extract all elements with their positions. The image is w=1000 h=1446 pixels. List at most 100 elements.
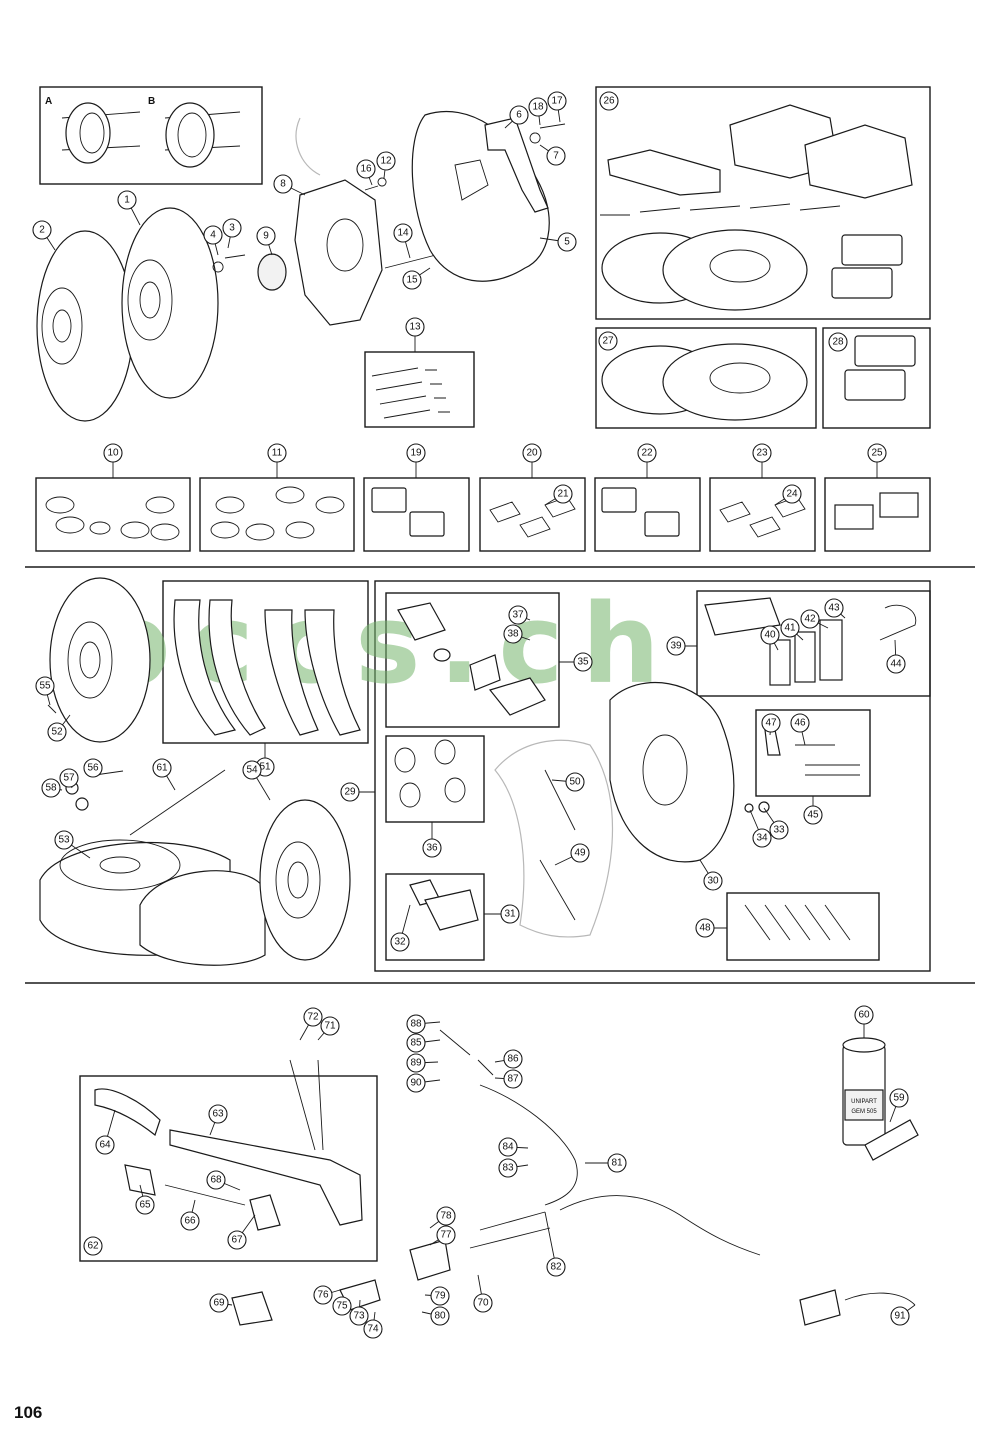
callout-number: 40 bbox=[764, 630, 776, 641]
callout-70: 70 bbox=[473, 1293, 493, 1313]
inset-label-b: B bbox=[148, 96, 155, 107]
callout-number: 55 bbox=[39, 681, 51, 692]
callout-74: 74 bbox=[363, 1319, 383, 1339]
callout-number: 37 bbox=[512, 610, 524, 621]
callout-number: 63 bbox=[212, 1109, 224, 1120]
callout-33: 33 bbox=[769, 820, 789, 840]
brake-shoes-51 bbox=[173, 599, 361, 736]
callout-number: 28 bbox=[832, 337, 844, 348]
box-31-adjuster bbox=[385, 873, 485, 961]
callout-14: 14 bbox=[393, 223, 413, 243]
brake-drum-52 bbox=[49, 577, 151, 743]
callout-number: 80 bbox=[434, 1311, 446, 1322]
callout-86: 86 bbox=[503, 1049, 523, 1069]
callout-22: 22 bbox=[637, 443, 657, 463]
callout-82: 82 bbox=[546, 1257, 566, 1277]
callout-84: 84 bbox=[498, 1137, 518, 1157]
callout-number: 67 bbox=[231, 1235, 243, 1246]
callout-number: 56 bbox=[87, 763, 99, 774]
adjuster-31 bbox=[409, 879, 479, 931]
callout-number: 22 bbox=[641, 448, 653, 459]
box-23-shims bbox=[709, 477, 816, 552]
callout-number: 18 bbox=[532, 102, 544, 113]
brake-disc-1 bbox=[121, 207, 219, 399]
box-22-pads bbox=[594, 477, 701, 552]
callout-27: 27 bbox=[598, 331, 618, 351]
callout-59: 59 bbox=[889, 1088, 909, 1108]
callout-34: 34 bbox=[752, 828, 772, 848]
handbrake-lever-63 bbox=[94, 1059, 363, 1326]
callout-number: 66 bbox=[184, 1216, 196, 1227]
callout-number: 7 bbox=[553, 151, 559, 162]
discs-27 bbox=[601, 343, 808, 421]
callout-number: 52 bbox=[51, 727, 63, 738]
callout-number: 86 bbox=[507, 1054, 519, 1065]
row-kit-contents bbox=[45, 486, 919, 541]
callout-number: 1 bbox=[124, 195, 130, 206]
callout-90: 90 bbox=[406, 1073, 426, 1093]
callout-11: 11 bbox=[267, 443, 287, 463]
callout-54: 54 bbox=[242, 760, 262, 780]
callout-number: 43 bbox=[828, 603, 840, 614]
callout-73: 73 bbox=[349, 1306, 369, 1326]
handbrake-cables-81 bbox=[339, 1029, 916, 1326]
wheel-cylinder-35 bbox=[397, 602, 546, 716]
callout-number: 13 bbox=[409, 322, 421, 333]
callout-number: 36 bbox=[426, 843, 438, 854]
box-35-cylinder bbox=[385, 592, 560, 728]
box-20-shims bbox=[479, 477, 586, 552]
callout-number: 12 bbox=[380, 156, 392, 167]
callout-53: 53 bbox=[54, 830, 74, 850]
callout-number: 6 bbox=[516, 110, 522, 121]
callout-number: 47 bbox=[765, 718, 777, 729]
callout-9: 9 bbox=[256, 226, 276, 246]
callout-number: 33 bbox=[773, 825, 785, 836]
callout-6: 6 bbox=[509, 105, 529, 125]
callout-15: 15 bbox=[402, 270, 422, 290]
can-code-text: GEM 505 bbox=[851, 1109, 877, 1115]
callout-55: 55 bbox=[35, 676, 55, 696]
callout-88: 88 bbox=[406, 1014, 426, 1034]
callout-number: 68 bbox=[210, 1175, 222, 1186]
callout-number: 65 bbox=[139, 1200, 151, 1211]
callout-44: 44 bbox=[886, 654, 906, 674]
callout-1: 1 bbox=[117, 190, 137, 210]
callout-21: 21 bbox=[553, 484, 573, 504]
callout-number: 9 bbox=[263, 231, 269, 242]
callout-7: 7 bbox=[546, 146, 566, 166]
callout-47: 47 bbox=[761, 713, 781, 733]
box-62-handbrake bbox=[79, 1075, 378, 1262]
callout-60: 60 bbox=[854, 1005, 874, 1025]
callout-number: 81 bbox=[611, 1158, 623, 1169]
callout-78: 78 bbox=[436, 1206, 456, 1226]
callout-number: 27 bbox=[602, 336, 614, 347]
page-number: 106 bbox=[14, 1403, 43, 1422]
callout-66: 66 bbox=[180, 1211, 200, 1231]
callout-58: 58 bbox=[41, 778, 61, 798]
callout-number: 21 bbox=[557, 489, 569, 500]
box-29-drum-brake bbox=[374, 580, 931, 972]
callout-25: 25 bbox=[867, 443, 887, 463]
box-48-springs bbox=[726, 892, 880, 961]
callout-50: 50 bbox=[565, 772, 585, 792]
callout-number: 8 bbox=[280, 179, 286, 190]
callout-65: 65 bbox=[135, 1195, 155, 1215]
grease-can-60: UNIPART GEM 505 bbox=[842, 1037, 919, 1161]
callout-43: 43 bbox=[824, 598, 844, 618]
callout-23: 23 bbox=[752, 443, 772, 463]
callout-number: 35 bbox=[577, 657, 589, 668]
callout-number: 41 bbox=[784, 623, 796, 634]
inset-seal-sketches bbox=[61, 102, 241, 168]
callout-number: 30 bbox=[707, 876, 719, 887]
callout-80: 80 bbox=[430, 1306, 450, 1326]
callout-number: 71 bbox=[324, 1021, 336, 1032]
callout-number: 2 bbox=[39, 225, 45, 236]
callout-number: 73 bbox=[353, 1311, 365, 1322]
callout-number: 46 bbox=[794, 718, 806, 729]
callout-number: 89 bbox=[410, 1058, 422, 1069]
callout-number: 32 bbox=[394, 937, 406, 948]
callout-number: 19 bbox=[410, 448, 422, 459]
callout-39: 39 bbox=[666, 636, 686, 656]
box-28-pads bbox=[822, 327, 931, 429]
